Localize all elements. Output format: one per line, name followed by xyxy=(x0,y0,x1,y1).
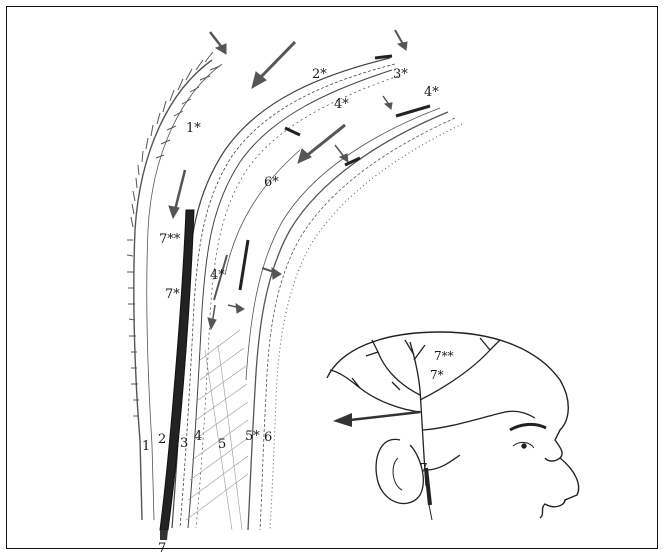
label-3: 3 xyxy=(180,436,188,451)
head-label-7star: 7* xyxy=(430,368,444,382)
label-7star: 7* xyxy=(165,287,180,302)
dark-vessel-band xyxy=(160,210,194,530)
label-2star: 2* xyxy=(312,67,327,82)
label-4star-top: 4* xyxy=(334,97,349,112)
label-6star: 6* xyxy=(264,175,279,190)
label-2: 2 xyxy=(158,432,166,447)
label-7-bottom: 7 xyxy=(158,541,166,556)
vessel-end xyxy=(160,530,168,540)
label-5star: 5* xyxy=(245,429,260,444)
label-6: 6 xyxy=(264,430,272,445)
label-3star: 3* xyxy=(393,67,408,82)
label-7star-star: 7** xyxy=(159,232,181,247)
head-label-7: 7 xyxy=(420,461,428,475)
label-5: 5 xyxy=(218,437,226,452)
label-4star-right: 4* xyxy=(424,85,439,100)
label-4: 4 xyxy=(194,429,202,444)
label-4star-mid: 4* xyxy=(210,268,225,283)
label-1star: 1* xyxy=(186,121,201,136)
direction-arrow xyxy=(333,412,420,427)
label-1: 1 xyxy=(142,439,150,454)
flow-arrows xyxy=(169,30,407,329)
head-label-7star-star: 7** xyxy=(434,349,454,363)
vein-tree xyxy=(330,338,535,486)
